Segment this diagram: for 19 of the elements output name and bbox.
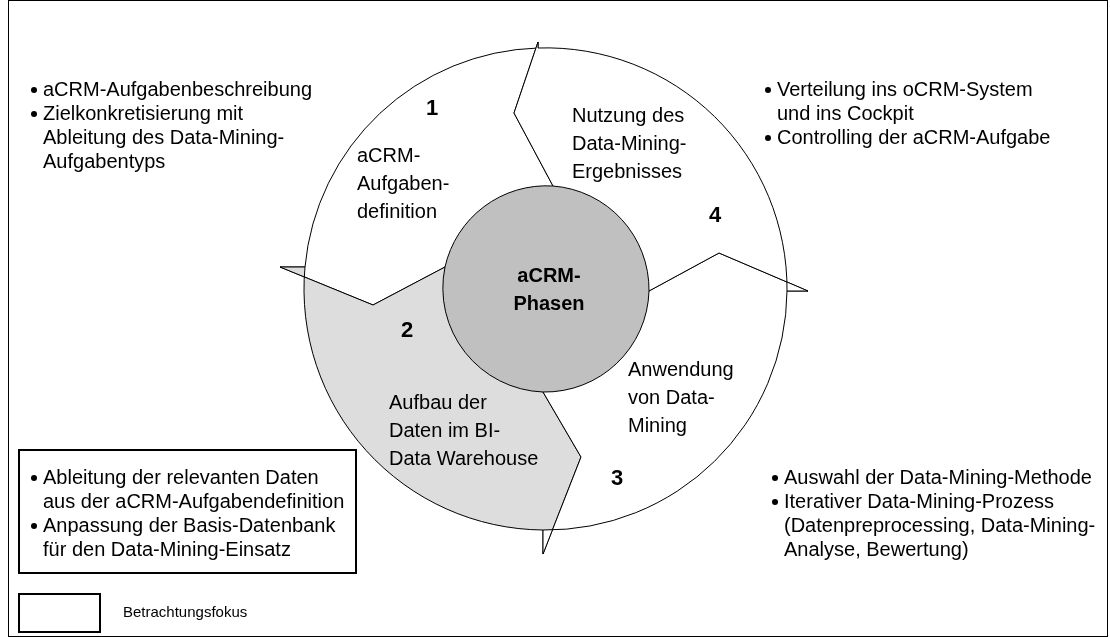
phase-number: 3: [611, 464, 625, 492]
focus-box: [18, 449, 357, 574]
bullet-text: Ableitung der relevanten Daten aus der aCRM-Aufgabendefinition: [43, 466, 345, 512]
phase-title: Aufbau der Daten im BI- Data Warehouse: [389, 390, 539, 471]
phase-title: Anwendung von Data- Mining: [628, 357, 735, 438]
center-title: aCRM- Phasen: [512, 263, 586, 316]
bullet-text: Anpassung der Basis-Datenbank für den Data-Mining-Einsatz: [43, 514, 336, 560]
legend-label: Betrachtungsfokus: [123, 603, 248, 620]
bullet-text: Auswahl der Data-Mining-Methode: [784, 466, 1092, 488]
phase-number: 4: [709, 201, 723, 229]
bullet-text: aCRM-Aufgabenbeschreibung: [43, 78, 313, 100]
phase-title: Nutzung des Data-Mining- Ergebnisses: [572, 103, 688, 184]
phase-number: 1: [426, 94, 440, 122]
bullet-text: Iterativer Data-Mining-Prozess (Datenpreprocessing, Data-Mining- Analyse, Bewertung): [784, 490, 1096, 560]
bullet-text: Zielkonkretisierung mit Ableitung des Data-Mining-Aufgabentyps: [43, 102, 285, 172]
phase-title: aCRM- Aufgaben- definition: [357, 143, 451, 224]
bullet-text: Verteilung ins oCRM-System und ins Cockpit: [777, 78, 1033, 124]
bullet-text: Controlling der aCRM-Aufgabe: [777, 126, 1051, 148]
phase-number: 2: [401, 316, 415, 344]
